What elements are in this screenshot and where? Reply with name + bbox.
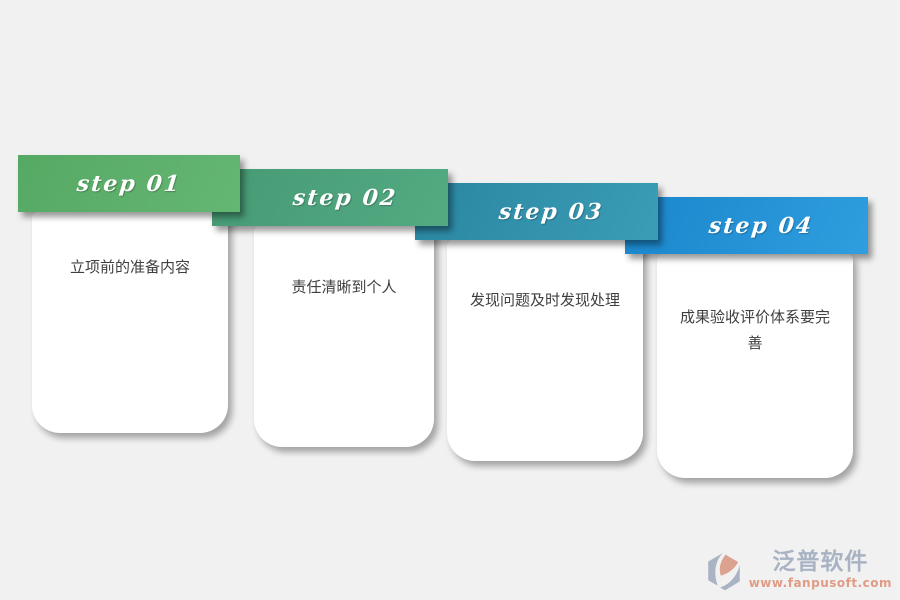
step-1-card: 立项前的准备内容 bbox=[32, 212, 228, 433]
watermark: 泛普软件 www.fanpusoft.com bbox=[703, 549, 892, 594]
step-3-label: step 03 bbox=[498, 198, 605, 225]
step-4-label: step 04 bbox=[708, 212, 815, 239]
step-4-ribbon: step 04 bbox=[625, 197, 868, 254]
step-2-label: step 02 bbox=[291, 184, 399, 211]
step-2-ribbon: step 02 bbox=[212, 169, 448, 226]
step-4-description: 成果验收评价体系要完善 bbox=[679, 308, 830, 353]
step-4-card: 成果验收评价体系要完善 bbox=[657, 254, 853, 478]
step-2-description: 责任清晰到个人 bbox=[291, 278, 397, 296]
step-3-card: 发现问题及时发现处理 bbox=[447, 240, 643, 461]
fanpu-logo-icon bbox=[703, 552, 745, 594]
step-2-card: 责任清晰到个人 bbox=[254, 226, 434, 447]
watermark-site-url: www.fanpusoft.com bbox=[748, 576, 892, 591]
step-3-ribbon: step 03 bbox=[415, 183, 658, 240]
step-1-label: step 01 bbox=[75, 170, 183, 197]
step-1-ribbon: step 01 bbox=[18, 155, 240, 212]
watermark-brand-text: 泛普软件 bbox=[772, 549, 869, 575]
step-1-description: 立项前的准备内容 bbox=[69, 258, 190, 276]
step-3-description: 发现问题及时发现处理 bbox=[469, 291, 620, 309]
